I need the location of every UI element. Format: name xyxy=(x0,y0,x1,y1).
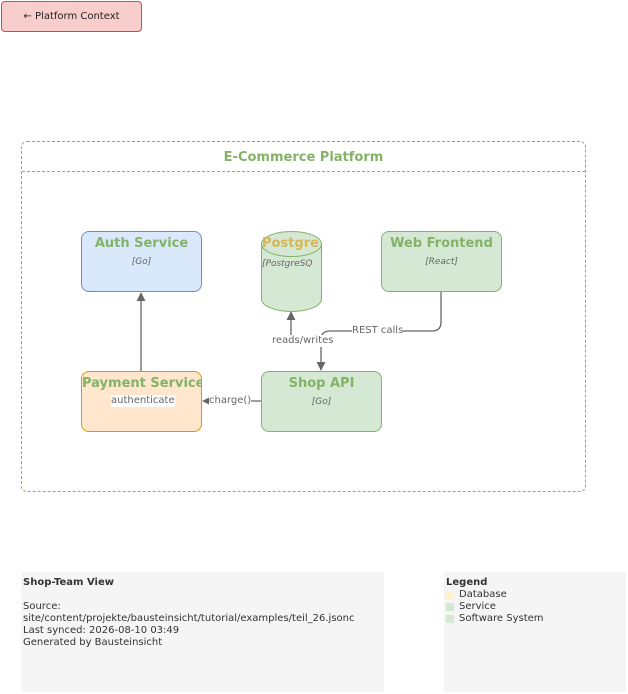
legend-label-service: Service xyxy=(459,601,496,612)
node-payment-service[interactable]: Payment Service [Go] xyxy=(81,371,202,432)
view-title: Shop-Team View xyxy=(23,577,114,588)
edge-label-authenticate: authenticate xyxy=(111,395,175,407)
legend-title: Legend xyxy=(446,577,488,588)
payment-service-title: Payment Service xyxy=(82,376,202,391)
source-label: Source: xyxy=(23,601,61,612)
view-info-panel: Shop-Team View Source: site/content/proj… xyxy=(21,572,384,692)
web-frontend-tech: [React] xyxy=(425,257,458,267)
legend-swatch-software-system xyxy=(446,615,454,623)
node-shop-api[interactable]: Shop API [Go] xyxy=(261,371,382,432)
shop-api-title: Shop API xyxy=(288,376,355,391)
legend-item-service: Service xyxy=(446,601,624,613)
ecommerce-platform-boundary: E-Commerce Platform xyxy=(21,141,586,492)
node-web-frontend[interactable]: Web Frontend [React] xyxy=(381,231,502,292)
edge-label-charge: charge() xyxy=(209,395,252,407)
postgres-tech: [PostgreSQ xyxy=(262,259,313,269)
legend-swatch-service xyxy=(446,603,454,611)
node-postgres-database[interactable]: Postgre [PostgreSQ xyxy=(261,231,322,312)
back-to-platform-context-button[interactable]: ← Platform Context xyxy=(1,1,142,32)
legend-label-software-system: Software System xyxy=(459,613,544,624)
auth-service-title: Auth Service xyxy=(94,236,189,251)
generated-by: Generated by Bausteinsicht xyxy=(23,637,163,648)
legend-panel: Legend Database Service Software System xyxy=(444,572,626,692)
boundary-title: E-Commerce Platform xyxy=(223,150,384,165)
edge-label-rest-calls: REST calls xyxy=(352,325,404,337)
legend-label-database: Database xyxy=(459,589,507,600)
edge-label-reads-writes: reads/writes xyxy=(272,335,334,347)
database-cylinder-icon xyxy=(261,231,322,312)
shop-api-tech: [Go] xyxy=(311,397,332,407)
postgres-title: Postgre xyxy=(262,236,319,251)
auth-service-tech: [Go] xyxy=(131,257,152,267)
source-path: site/content/projekte/bausteinsicht/tuto… xyxy=(23,613,355,624)
last-synced: Last synced: 2026-08-10 03:49 xyxy=(23,625,180,636)
back-button-label: ← Platform Context xyxy=(23,11,120,22)
web-frontend-title: Web Frontend xyxy=(390,236,493,251)
legend-swatch-database xyxy=(446,591,454,599)
boundary-header: E-Commerce Platform xyxy=(22,142,585,172)
legend-item-database: Database xyxy=(446,589,624,601)
node-auth-service[interactable]: Auth Service [Go] xyxy=(81,231,202,292)
legend-item-software-system: Software System xyxy=(446,613,624,625)
